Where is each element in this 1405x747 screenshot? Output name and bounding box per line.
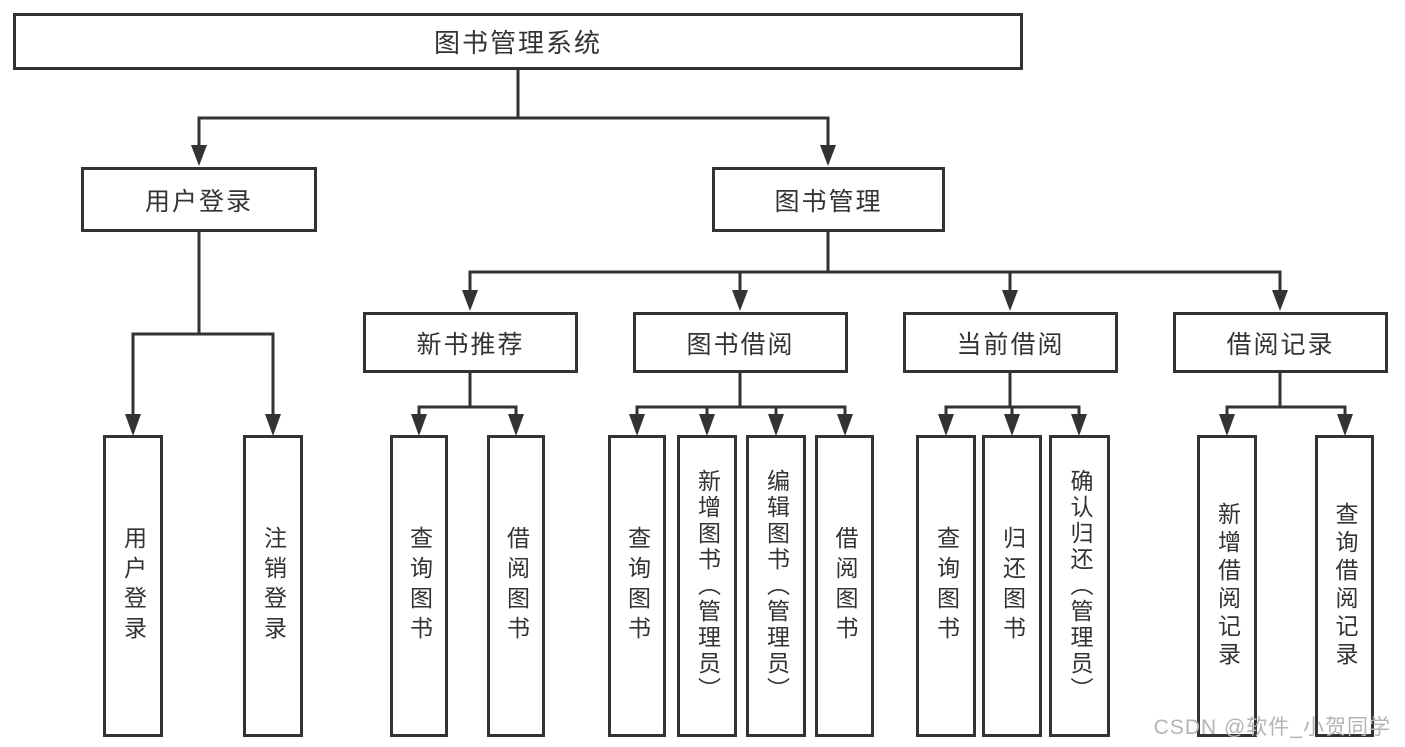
leaf-borrow-books-2: 借阅图书 <box>815 435 874 737</box>
node-current-borrowing: 当前借阅 <box>903 312 1118 373</box>
leaf-confirm-return-admin: 确认归还（管理员） <box>1049 435 1110 737</box>
leaf-query-borrow-record: 查询借阅记录 <box>1315 435 1374 737</box>
arrowheads <box>125 145 1353 436</box>
node-user-login: 用户登录 <box>81 167 317 232</box>
node-root: 图书管理系统 <box>13 13 1023 70</box>
leaf-query-books-3: 查询图书 <box>916 435 976 737</box>
leaf-borrow-books-1: 借阅图书 <box>487 435 545 737</box>
node-new-book-recommend: 新书推荐 <box>363 312 578 373</box>
leaf-add-books-admin: 新增图书（管理员） <box>677 435 737 737</box>
leaf-query-books-2: 查询图书 <box>608 435 666 737</box>
leaf-edit-books-admin: 编辑图书（管理员） <box>746 435 806 737</box>
leaf-logout: 注销登录 <box>243 435 303 737</box>
leaf-return-books: 归还图书 <box>982 435 1042 737</box>
leaf-query-books-1: 查询图书 <box>390 435 448 737</box>
leaf-user-login: 用户登录 <box>103 435 163 737</box>
node-borrowing-records: 借阅记录 <box>1173 312 1388 373</box>
node-book-management: 图书管理 <box>712 167 945 232</box>
leaf-add-borrow-record: 新增借阅记录 <box>1197 435 1257 737</box>
csdn-watermark: CSDN @软件_小贺同学 <box>1153 716 1391 739</box>
node-book-borrowing: 图书借阅 <box>633 312 848 373</box>
